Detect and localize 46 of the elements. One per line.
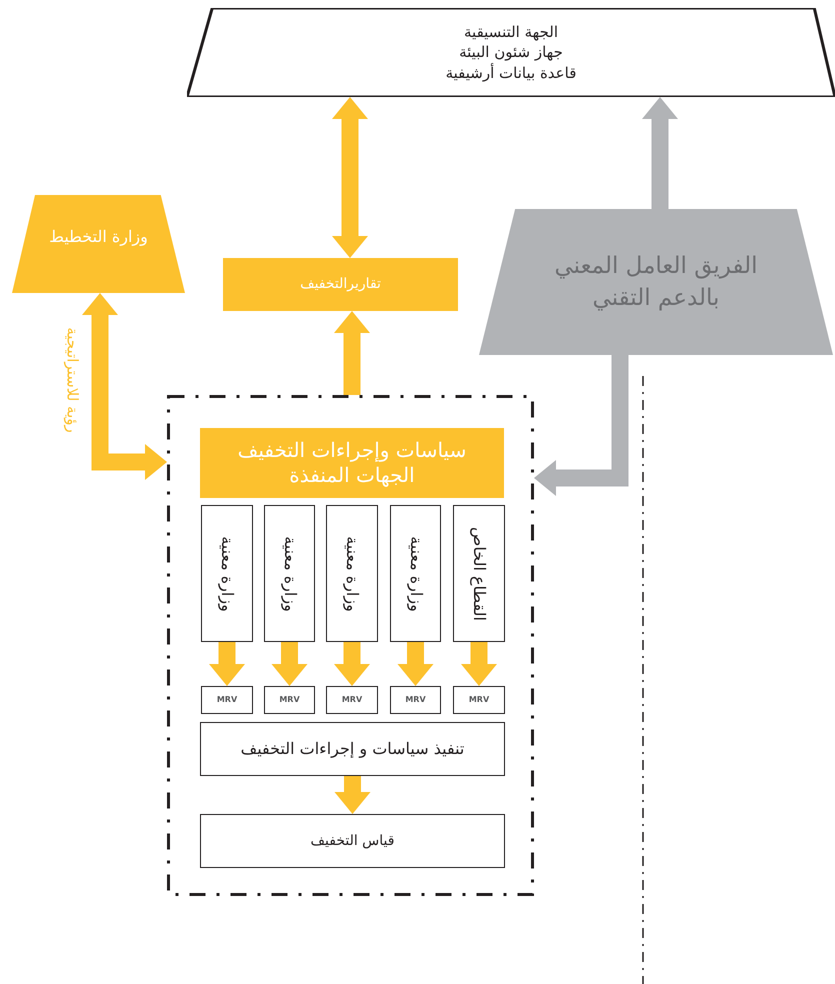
node-text: وزارة معنية [406,536,426,612]
process-box [223,258,458,311]
block-arrow [209,642,245,686]
node-text: وزارة معنية [342,536,363,612]
mrv-box [201,686,253,714]
block-arrow [642,97,678,209]
node-text: MRV [279,694,300,706]
node-text: جهاز شئون البيئة [459,42,563,63]
column-box [390,505,441,642]
block-arrow [398,642,434,686]
node-text: الجهات المنفذة [289,463,415,488]
edge-label: رؤية للاستراتيجية [62,327,82,433]
block-arrow [334,311,370,395]
process-box [200,814,505,868]
node-text: MRV [342,694,362,706]
node-text: الفريق العامل المعني بالدعم التقني [553,252,759,313]
block-arrow [82,293,167,480]
node-text: تنفيذ سياسات و إجراءات التخفيف [240,738,464,760]
mrv-box [326,686,378,714]
node-text: MRV [468,694,490,706]
block-arrow [334,642,370,686]
node-text: وزارة معنية [280,536,300,612]
block-arrow [461,642,497,686]
process-box [200,722,505,776]
block-arrow [534,355,628,496]
node-text: القطاع الخاص [469,526,490,620]
column-box [453,505,505,642]
block-arrow [334,776,370,814]
node-text: سياسات وإجراءات التخفيف [238,438,466,463]
node-text: MRV [405,694,426,706]
node-text: الجهة التنسيقية [464,22,558,42]
column-box [264,505,315,642]
mrv-box [453,686,505,714]
node-text: وزارة التخطيط [49,226,148,248]
column-box [201,505,253,642]
block-arrow [332,97,368,258]
mrv-box [264,686,315,714]
node-text: قاعدة بيانات أرشيفية [446,62,576,83]
node-text: وزارة معنية [217,536,238,612]
column-box [326,505,378,642]
header-box [200,428,504,498]
block-arrow [272,642,308,686]
node-text: تقاريرالتخفيف [300,275,381,294]
node-text: MRV [216,694,238,706]
node-text: قياس التخفيف [310,832,394,850]
mrv-box [390,686,441,714]
